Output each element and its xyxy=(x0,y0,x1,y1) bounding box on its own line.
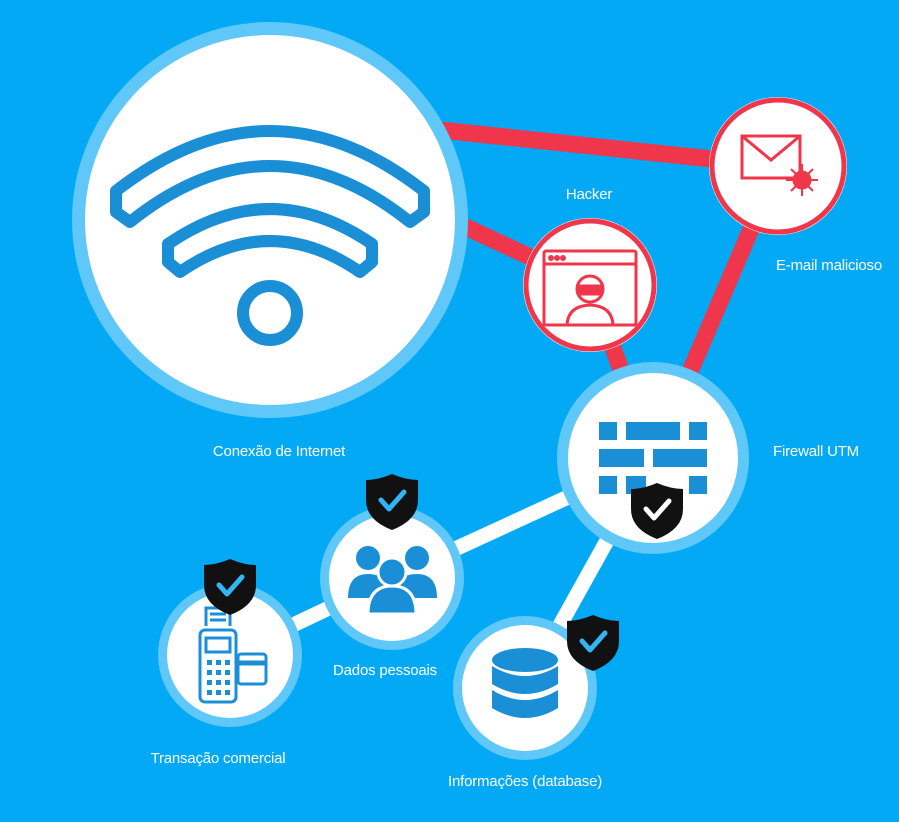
database-label: Informações (database) xyxy=(447,773,603,790)
transaction-node xyxy=(158,583,302,727)
database-icon xyxy=(492,648,558,718)
hacker-node xyxy=(523,218,657,352)
email-node xyxy=(709,97,847,235)
shield-check-icon xyxy=(366,474,418,530)
malicious-email-icon xyxy=(740,134,818,196)
personal-data-label: Dados pessoais xyxy=(333,662,437,679)
personal-data-node xyxy=(320,506,464,650)
wifi-icon xyxy=(110,125,430,346)
shield-check-icon xyxy=(567,615,619,671)
email-label: E-mail malicioso xyxy=(776,257,882,274)
hacker-icon xyxy=(542,249,638,327)
database-node xyxy=(453,616,597,760)
hacker-label: Hacker xyxy=(565,186,613,203)
internet-node xyxy=(72,22,468,418)
shield-check-icon xyxy=(631,483,683,539)
people-group-icon xyxy=(348,546,437,616)
transaction-label: Transação comercial xyxy=(150,750,286,767)
firewall-node xyxy=(557,362,749,554)
shield-check-icon xyxy=(204,559,256,615)
firewall-label: Firewall UTM xyxy=(773,443,859,460)
internet-label: Conexão de Internet xyxy=(212,443,346,460)
